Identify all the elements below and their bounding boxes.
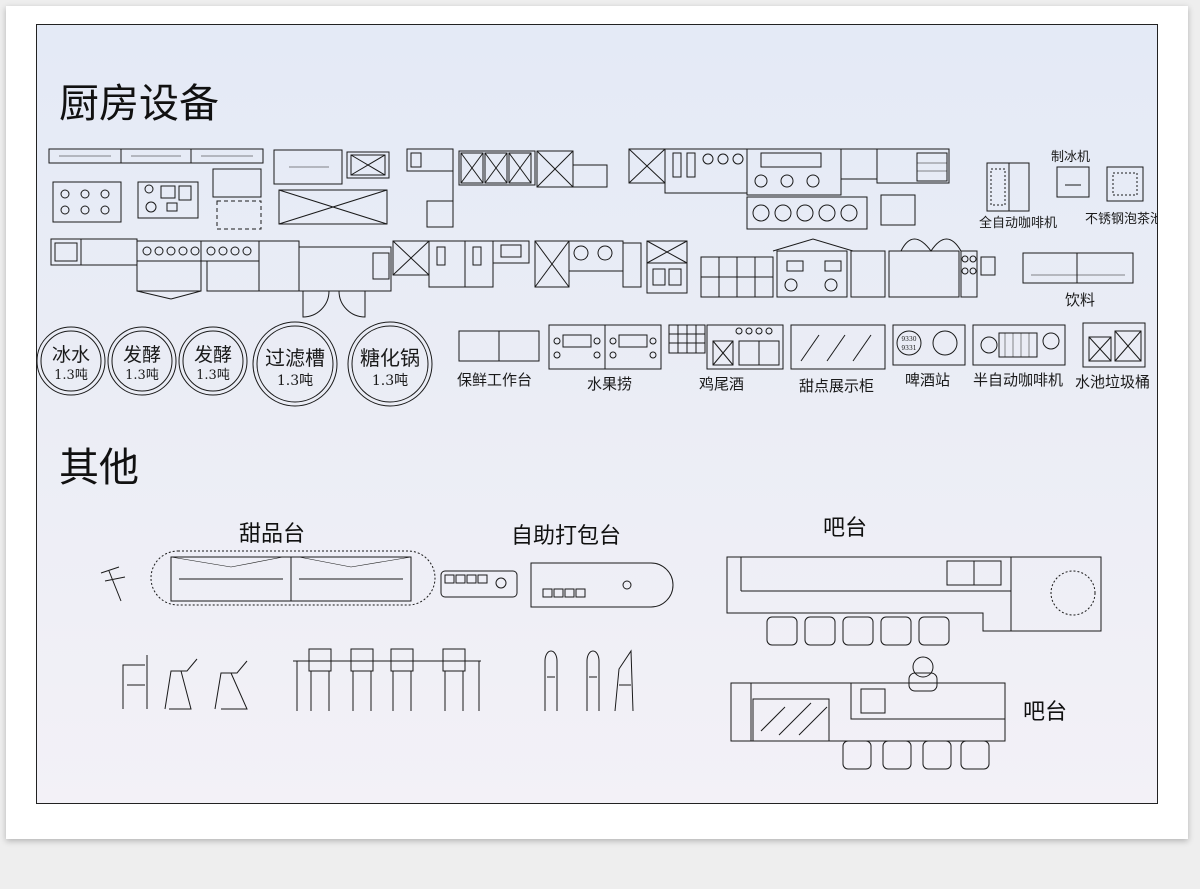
counter-with-bins	[136, 240, 300, 300]
griddle-unit	[534, 240, 642, 288]
work-table-box	[273, 149, 343, 185]
sink-trash-unit	[1082, 322, 1146, 368]
prep-sink-left	[50, 238, 138, 266]
fruit-station	[548, 324, 662, 370]
tank-name: 发酵	[194, 344, 232, 366]
drawing-frame: 厨房设备 其他	[36, 24, 1158, 804]
tall-stools	[544, 649, 634, 712]
shelf-strip	[48, 148, 264, 164]
ice-machine	[1056, 166, 1090, 198]
dispenser-box	[212, 168, 262, 230]
cocktail-station	[668, 324, 784, 370]
dessert-display-cabinet	[790, 324, 886, 370]
storage-cross-box	[278, 189, 388, 225]
triple-sink	[458, 150, 536, 186]
tank-ferment-1: 发酵 1.3吨	[107, 326, 177, 396]
small-stool-icon	[100, 566, 126, 602]
bar-label-bottom: 吧台	[1023, 700, 1067, 725]
beer-number: 9331	[901, 345, 916, 352]
dessert-counter	[150, 550, 436, 606]
self-pack-label: 自助打包台	[511, 524, 621, 549]
kitchen-line-long	[628, 148, 950, 196]
semi-auto-coffee-label: 半自动咖啡机	[973, 371, 1063, 389]
full-auto-coffee-machine	[986, 162, 1030, 212]
tank-capacity: 1.3吨	[196, 368, 230, 383]
control-panel	[137, 181, 199, 219]
tank-ferment-2: 发酵 1.3吨	[178, 326, 248, 396]
tank-mash: 糖化锅 1.3吨	[347, 321, 433, 407]
small-sink	[346, 151, 390, 179]
semi-auto-coffee-machine	[972, 324, 1066, 366]
drinks-cooler	[1022, 252, 1134, 284]
cross-box-pair	[646, 240, 688, 294]
bar-counter-bottom	[730, 656, 1006, 742]
beer-number: 9330	[901, 336, 916, 343]
ss-sink-label: 不锈钢泡茶池	[1085, 211, 1158, 227]
fresh-work-table	[458, 330, 540, 362]
tank-filter: 过滤槽 1.3吨	[252, 321, 338, 407]
tank-ice-water: 冰水 1.3吨	[37, 326, 106, 396]
bar-stools-bottom	[842, 740, 990, 770]
bar-counter-top	[726, 556, 1102, 632]
range-wide	[746, 194, 916, 230]
bar-stools-top	[766, 616, 950, 646]
sink-units-row2	[392, 240, 530, 288]
cocktail-label: 鸡尾酒	[699, 375, 744, 393]
burner-range	[52, 181, 122, 223]
cabinet-range-row2	[700, 238, 996, 298]
beer-station: 9330 9331	[892, 324, 966, 366]
long-counter	[298, 246, 392, 292]
tank-capacity: 1.3吨	[372, 373, 408, 389]
full-auto-coffee-label: 全自动咖啡机	[979, 215, 1057, 231]
self-pack-counter-large	[530, 562, 674, 608]
chair-elevations-left	[122, 655, 248, 710]
ss-sink-grid	[1106, 166, 1144, 202]
drinks-label: 饮料	[1065, 291, 1095, 309]
tank-capacity: 1.3吨	[125, 368, 159, 383]
double-sink	[536, 150, 608, 188]
sink-trash-label: 水池垃圾桶	[1075, 373, 1150, 391]
beer-station-label: 啤酒站	[905, 371, 950, 389]
other-section-title: 其他	[59, 445, 139, 491]
bar-label-top: 吧台	[823, 516, 867, 541]
tank-capacity: 1.3吨	[277, 373, 313, 389]
tank-capacity: 1.3吨	[54, 368, 88, 383]
tank-name: 发酵	[123, 344, 161, 366]
dessert-cabinet-label: 甜点展示柜	[799, 377, 874, 395]
cabinet-unit	[406, 148, 454, 228]
bar-chairs-row	[293, 648, 481, 711]
dessert-counter-label: 甜品台	[239, 522, 305, 547]
fruit-label: 水果捞	[587, 375, 632, 393]
tank-name: 冰水	[52, 344, 90, 366]
kitchen-section-title: 厨房设备	[59, 81, 219, 127]
cad-drawing: 厨房设备 其他	[37, 81, 1158, 770]
self-pack-counter-small	[440, 570, 518, 598]
ice-machine-label: 制冰机	[1051, 150, 1090, 165]
tank-name: 过滤槽	[265, 346, 325, 370]
fresh-table-label: 保鲜工作台	[457, 371, 532, 389]
tank-name: 糖化锅	[360, 346, 420, 370]
swing-doors	[302, 290, 366, 318]
